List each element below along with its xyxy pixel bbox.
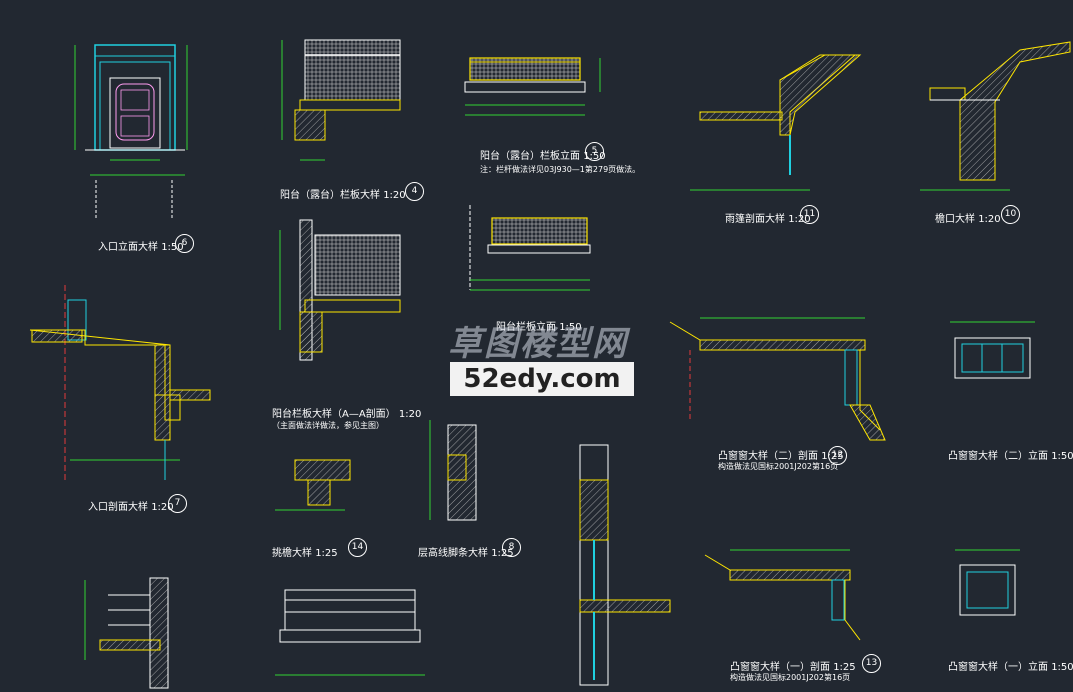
watermark-url: 52edy.com [450, 362, 634, 396]
label-bay-window-1-elevation: 凸窗窗大样（一）立面 1:50 [948, 662, 1073, 673]
detail-number-13: 13 [862, 654, 881, 673]
label-balcony-section: 阳台栏板大样（A—A剖面） 1:20 [272, 409, 422, 420]
detail-number-6: 6 [175, 234, 194, 253]
entrance-elevation-drawing [74, 44, 188, 220]
bay-window-1-elevation-drawing [955, 549, 1020, 616]
bottom-center-railing-drawing [275, 589, 425, 676]
floor-line-detail-drawing [429, 420, 477, 521]
detail-number-5: 5 [585, 142, 604, 161]
detail-number-14: 14 [348, 538, 367, 557]
entrance-section-drawing [29, 285, 211, 480]
ref-note-1: 构造做法见国标2001J202第16页 [730, 673, 851, 682]
label-bay-window-1-section: 凸窗窗大样（一）剖面 1:25 [730, 662, 856, 673]
detail-number-4: 4 [405, 182, 424, 201]
bay-window-2-elevation-drawing [950, 321, 1035, 379]
detail-number-11: 11 [800, 205, 819, 224]
canopy-section-drawing [690, 54, 862, 191]
label-eave-detail: 檐口大样 1:20 [935, 214, 1001, 225]
label-entrance-elevation: 入口立面大样 1:50 [98, 242, 184, 253]
railing-elevation-2-drawing [469, 205, 591, 291]
label-railing-elevation-2: 阳台栏板立面 1:50 [496, 322, 582, 333]
detail-number-8: 8 [502, 538, 521, 557]
railing-note: 注：栏杆做法详见03J930—1第279页做法。 [480, 165, 641, 174]
cornice-detail-drawing [275, 459, 351, 511]
detail-number-7: 7 [168, 494, 187, 513]
detail-number-12: 12 [828, 446, 847, 465]
vertical-section-drawing [579, 444, 671, 686]
bay-window-2-section-drawing [669, 317, 886, 441]
bay-window-1-section-drawing [704, 549, 861, 641]
label-bay-window-2-elevation: 凸窗窗大样（二）立面 1:50 [948, 451, 1073, 462]
detail-number-10: 10 [1001, 205, 1020, 224]
bottom-left-detail-drawing [84, 577, 169, 689]
label-canopy-section: 雨篷剖面大样 1:20 [725, 214, 811, 225]
watermark-chinese: 草图楼型网 [448, 324, 628, 364]
section-note: （主面做法详做法，参见主图） [272, 421, 384, 430]
ref-note-2: 构造做法见国标2001J202第16页 [718, 462, 839, 471]
label-floor-line-detail: 层高线脚条大样 1:25 [418, 548, 514, 559]
label-balcony-railing: 阳台（露台）栏板大样 1:20 [280, 190, 406, 201]
label-bay-window-2-section: 凸窗窗大样（二）剖面 1:25 [718, 451, 844, 462]
balcony-section-aa-drawing [279, 219, 401, 361]
eave-detail-drawing [920, 41, 1071, 191]
balcony-railing-drawing [281, 39, 401, 161]
railing-elevation-drawing [464, 57, 601, 116]
label-cornice-detail: 挑檐大样 1:25 [272, 548, 338, 559]
label-entrance-section: 入口剖面大样 1:20 [88, 502, 174, 513]
